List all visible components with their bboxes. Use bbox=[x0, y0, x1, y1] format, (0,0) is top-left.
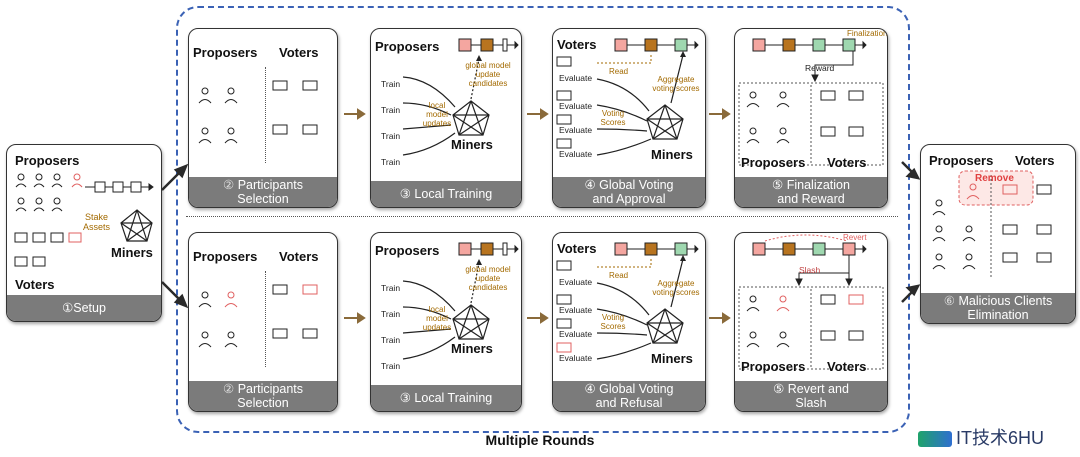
bottom-global-voting-panel: Voters Read Evaluate Evaluate Evaluate E… bbox=[552, 232, 706, 412]
bottom-p4-slash: Slash bbox=[799, 265, 821, 275]
top-p1-cap-l1: ② Participants bbox=[222, 178, 303, 192]
top-p2-miners: Miners bbox=[451, 137, 493, 152]
bottom-p1-caption: ② Participants Selection bbox=[189, 381, 337, 411]
bottom-p3-voters: Voters bbox=[557, 241, 597, 256]
elim-figures bbox=[932, 170, 1052, 279]
top-local-training-panel: Proposers Train Train Train Train global… bbox=[370, 28, 522, 208]
round-divider bbox=[186, 216, 898, 217]
top-p2-train-1: Train bbox=[381, 79, 401, 89]
top-p4-proposers: Proposers bbox=[741, 155, 806, 170]
elim-proposers: Proposers bbox=[929, 153, 994, 168]
top-p1-proposers: Proposers bbox=[193, 45, 258, 60]
setup-stake-label: Stake bbox=[85, 212, 109, 222]
top-p2-train-3: Train bbox=[381, 131, 401, 141]
bottom-p3-evaluate-3: Evaluate bbox=[559, 329, 593, 339]
bottom-p3-evaluate-4: Evaluate bbox=[559, 353, 593, 363]
bottom-p3-evaluate-2: Evaluate bbox=[559, 305, 593, 315]
top-p3-miners: Miners bbox=[651, 147, 693, 162]
top-p3-evaluate-2: Evaluate bbox=[559, 101, 593, 111]
bottom-p1-figures bbox=[198, 284, 318, 348]
top-p1-figures bbox=[198, 80, 318, 144]
top-p4-voters: Voters bbox=[827, 155, 867, 170]
bottom-p2-diagram bbox=[402, 242, 519, 360]
elim-caption: ⑥ Malicious Clients Elimination bbox=[921, 293, 1075, 323]
bottom-p1-cap-l1: ② Participants bbox=[222, 382, 303, 396]
top-p4-finalization: Finalization bbox=[847, 29, 888, 38]
setup-assets-label: Assets bbox=[83, 222, 111, 232]
bottom-p2-train-2: Train bbox=[381, 309, 401, 319]
setup-voters-label: Voters bbox=[15, 277, 55, 292]
bottom-p2-train-3: Train bbox=[381, 335, 401, 345]
watermark: IT技术6HU bbox=[918, 424, 1044, 450]
multiple-rounds-label: Multiple Rounds bbox=[485, 432, 595, 448]
bottom-p1-voters: Voters bbox=[279, 249, 319, 264]
bottom-p1-cap-l2: Selection bbox=[237, 396, 289, 410]
bottom-p3-read: Read bbox=[609, 271, 629, 280]
top-p3-voters: Voters bbox=[557, 37, 597, 52]
top-p2-proposers: Proposers bbox=[375, 39, 440, 54]
bottom-p4-voters: Voters bbox=[827, 359, 867, 374]
top-p2-train-4: Train bbox=[381, 157, 401, 167]
top-global-voting-panel: Voters Read Evaluate Evaluate Evaluate E… bbox=[552, 28, 706, 208]
bottom-p4-revert: Revert bbox=[843, 233, 867, 242]
top-participants-panel: Proposers Voters ② Participants Selectio… bbox=[188, 28, 338, 208]
elim-remove: Remove bbox=[975, 173, 1014, 184]
watermark-logo-icon bbox=[918, 431, 952, 448]
top-p3-diagram bbox=[556, 38, 699, 156]
bottom-p4-proposers: Proposers bbox=[741, 359, 806, 374]
top-p1-caption: ② Participants Selection bbox=[189, 177, 337, 207]
top-p2-train-2: Train bbox=[381, 105, 401, 115]
setup-miners-label: Miners bbox=[111, 245, 153, 260]
multiple-rounds-frame bbox=[176, 6, 910, 433]
top-p2-caption: ③ Local Training bbox=[371, 181, 521, 207]
bottom-revert-panel: Revert Slash Proposers Voters ⑤ Revert a… bbox=[734, 232, 888, 412]
setup-panel: Proposers bbox=[6, 144, 162, 322]
elimination-panel: Proposers Voters Remove ⑥ Malicious Clie… bbox=[920, 144, 1076, 324]
bottom-p2-train-4: Train bbox=[381, 361, 401, 371]
bottom-p2-caption: ③ Local Training bbox=[371, 385, 521, 411]
bottom-p3-evaluate-1: Evaluate bbox=[559, 277, 593, 287]
bottom-p4-diagram bbox=[738, 234, 884, 370]
elim-voters: Voters bbox=[1015, 153, 1055, 168]
bottom-p2-proposers: Proposers bbox=[375, 243, 440, 258]
bottom-p2-train-1: Train bbox=[381, 283, 401, 293]
top-p1-cap-l2: Selection bbox=[237, 192, 289, 206]
bottom-p3-miners: Miners bbox=[651, 351, 693, 366]
top-p4-reward: Reward bbox=[805, 63, 835, 73]
top-p3-evaluate-4: Evaluate bbox=[559, 149, 593, 159]
setup-caption: ①Setup bbox=[7, 295, 161, 321]
top-p3-evaluate-3: Evaluate bbox=[559, 125, 593, 135]
top-p1-voters: Voters bbox=[279, 45, 319, 60]
bottom-participants-panel: Proposers Voters ② Participants Selectio… bbox=[188, 232, 338, 412]
bottom-local-training-panel: Proposers Train Train Train Train global… bbox=[370, 232, 522, 412]
top-p3-evaluate-1: Evaluate bbox=[559, 73, 593, 83]
setup-proposers-label: Proposers bbox=[15, 153, 80, 168]
top-p3-read: Read bbox=[609, 67, 629, 76]
bottom-p2-miners: Miners bbox=[451, 341, 493, 356]
top-p2-diagram bbox=[402, 38, 519, 156]
bottom-p3-diagram bbox=[556, 242, 699, 360]
setup-figures bbox=[14, 173, 154, 267]
top-p4-diagram bbox=[738, 38, 884, 166]
top-finalization-panel: Finalization Reward Proposers Voters ⑤ F… bbox=[734, 28, 888, 208]
bottom-p1-proposers: Proposers bbox=[193, 249, 258, 264]
